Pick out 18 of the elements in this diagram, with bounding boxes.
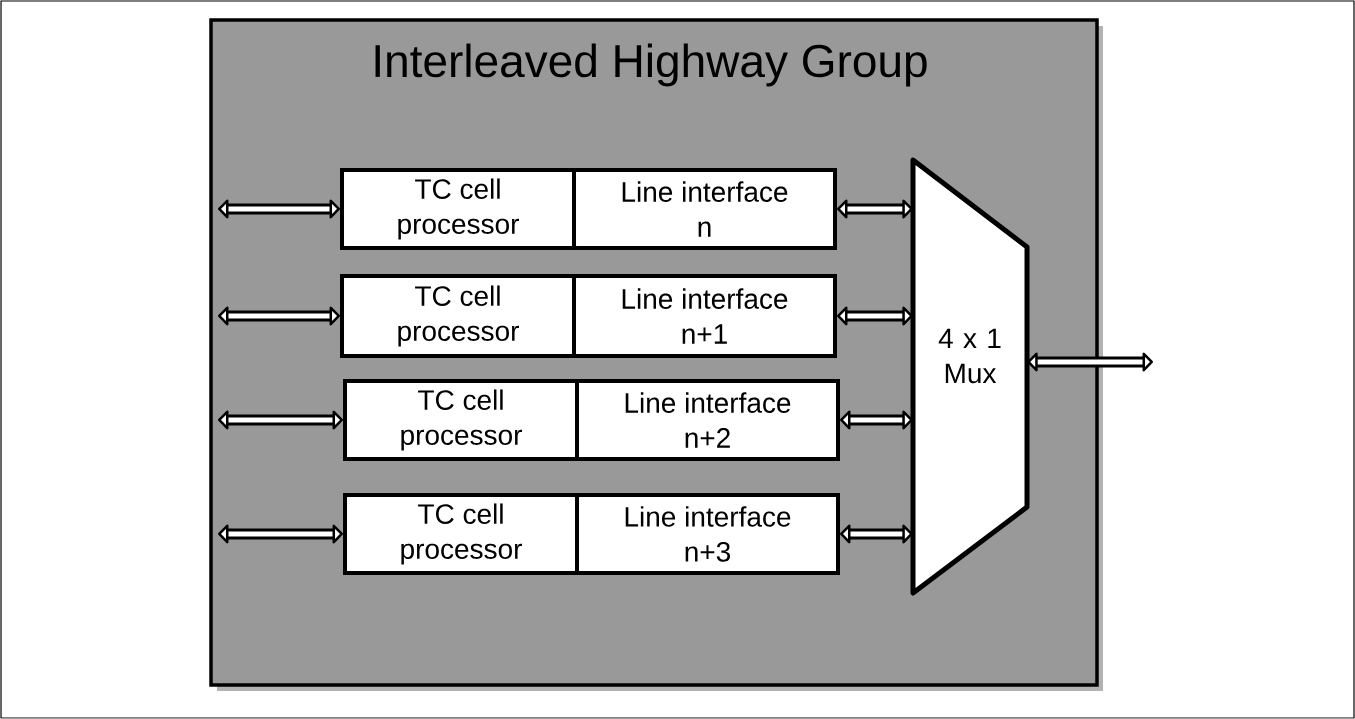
process-box: Line interface n+1 <box>572 274 837 358</box>
process-box: TC cell processor <box>343 493 579 575</box>
process-box: TC cell processor <box>340 168 576 250</box>
double-arrow <box>837 199 913 219</box>
double-arrow <box>837 306 913 326</box>
mux-trapezoid: 4 x 1 Mux <box>910 157 1030 596</box>
process-box: TC cell processor <box>343 379 579 461</box>
double-arrow <box>840 524 913 544</box>
double-arrow <box>218 306 340 326</box>
double-arrow <box>218 410 343 430</box>
double-arrow <box>840 410 913 430</box>
double-arrow <box>218 199 340 219</box>
process-box: Line interface n+3 <box>575 493 840 575</box>
double-arrow <box>218 524 343 544</box>
process-box: TC cell processor <box>340 274 576 358</box>
double-arrow <box>1027 352 1153 372</box>
process-box: Line interface n+2 <box>575 379 840 461</box>
process-box: Line interface n <box>572 168 837 250</box>
